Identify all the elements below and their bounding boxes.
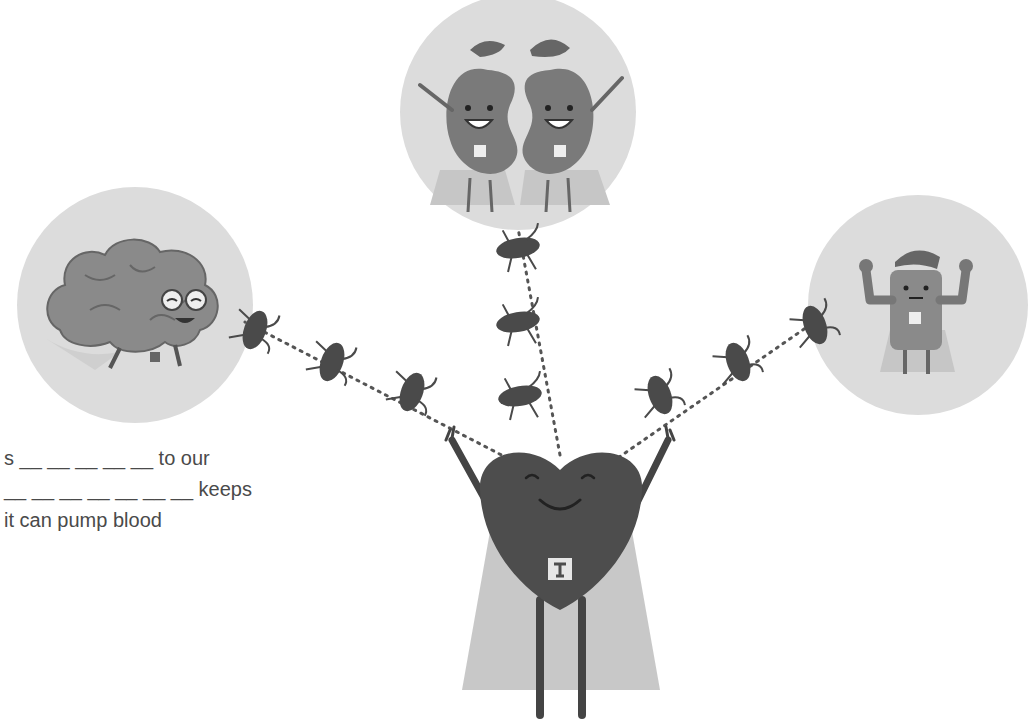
muscle-circle — [808, 195, 1028, 415]
muscle-character — [859, 251, 973, 374]
kidney-characters — [420, 39, 622, 212]
blood-cells — [227, 223, 840, 423]
fill-in-text: __ __ __ __ __ __ __ keeps — [4, 477, 252, 501]
fill-in-text: it can pump blood — [4, 508, 162, 532]
brain-circle — [17, 187, 253, 423]
brain-character — [45, 240, 218, 370]
kidney-circle — [400, 0, 636, 230]
fill-in-text: s __ __ __ __ __ to our — [4, 446, 210, 470]
heart-character — [446, 427, 674, 715]
